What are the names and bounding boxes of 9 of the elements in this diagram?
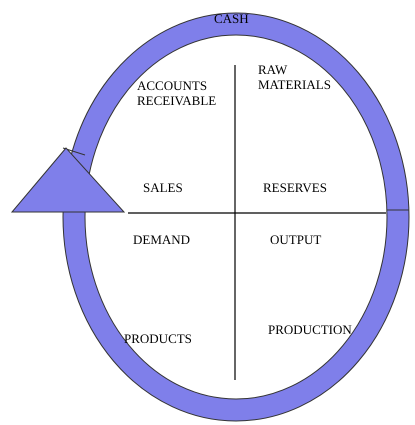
cycle-label: RAW MATERIALS <box>258 62 332 92</box>
quadrant-label: RESERVES <box>263 180 327 195</box>
quadrant-label: DEMAND <box>133 232 190 247</box>
cycle-label: CASH <box>214 11 249 26</box>
cycle-label: ACCOUNTS RECEIVABLE <box>137 78 218 108</box>
cycle-label: PRODUCTION <box>268 322 352 337</box>
quadrant-label: SALES <box>143 180 183 195</box>
quadrant-label: OUTPUT <box>270 232 322 247</box>
cycle-label: PRODUCTS <box>124 331 192 346</box>
